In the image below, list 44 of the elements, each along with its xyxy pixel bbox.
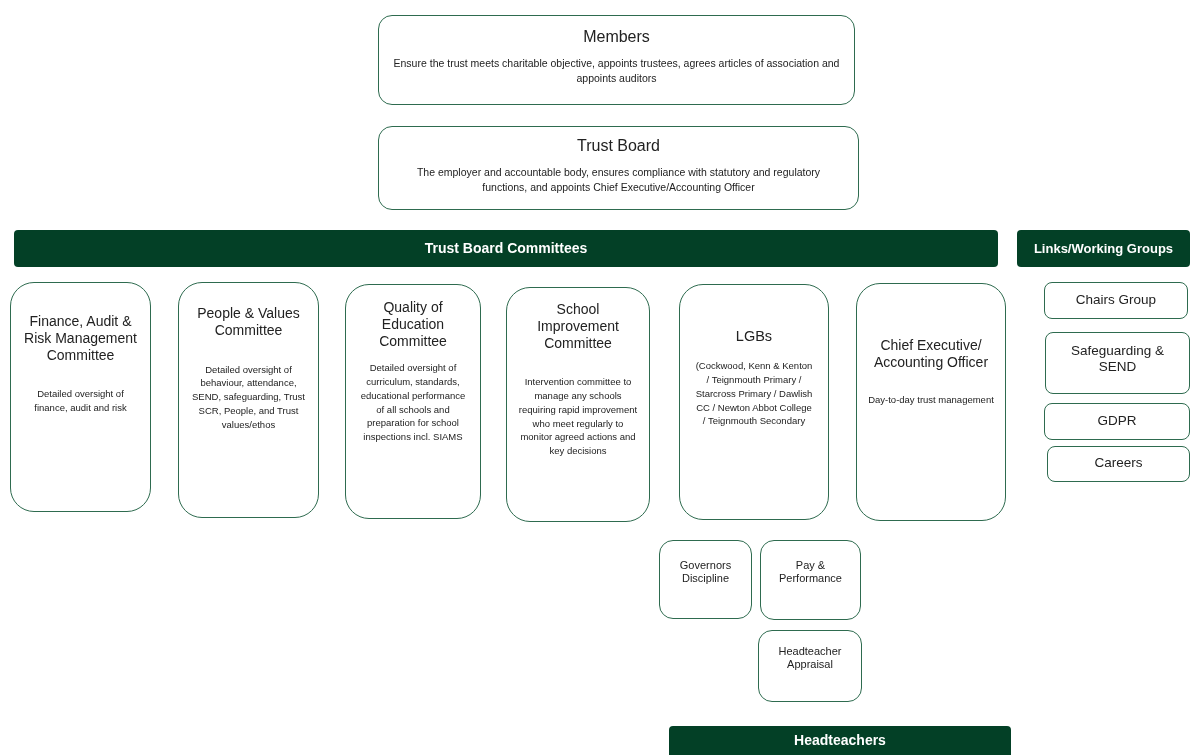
box-heading: LGBs (734, 328, 774, 346)
header-bar (1017, 230, 1190, 267)
box-heading: School Improvement Committee (536, 301, 620, 352)
box-heading: Members (582, 27, 651, 47)
box-description: Detailed oversight of behaviour, attendance, SEND, safeguarding, Trust SCR, People, and Trust values/ethos (191, 362, 306, 432)
box-heading: Governors Discipline (678, 559, 733, 586)
header-bar (669, 726, 1011, 755)
org-box (178, 282, 319, 518)
box-description: Detailed oversight of curriculum, standards, educational performance of all schools and preparation for school inspections incl. SIAMS (359, 361, 467, 444)
box-heading: Trust Board Committees (424, 240, 588, 257)
org-box (378, 15, 855, 105)
box-heading: Careers (1094, 455, 1143, 472)
box-description: Detailed oversight of finance, audit and risk (33, 387, 128, 415)
box-heading: Quality of Education Committee (378, 299, 448, 350)
box-description: The employer and accountable body, ensures compliance with statutory and regulatory functions, and appoints Chief Executive/Accounting Officer (415, 165, 822, 196)
box-heading: Headteacher Appraisal (777, 645, 843, 672)
box-heading: GDPR (1097, 413, 1137, 430)
org-box (506, 287, 650, 522)
org-box (1044, 403, 1190, 440)
org-box (1045, 332, 1190, 394)
org-box (856, 283, 1006, 521)
org-box (378, 126, 859, 210)
box-heading: Pay & Performance (778, 559, 843, 586)
box-heading: Finance, Audit & Risk Management Committee (23, 313, 138, 364)
box-description: (Cockwood, Kenn & Kenton / Teignmouth Primary / Starcross Primary / Dawlish CC / Newton Abbot College / Teignmouth Secondary (695, 359, 813, 429)
org-box (345, 284, 481, 519)
box-heading: Safeguarding & SEND (1069, 343, 1166, 376)
org-box (679, 284, 829, 520)
org-box (1044, 282, 1188, 319)
org-box (659, 540, 752, 619)
box-description: Day-to-day trust management (867, 392, 995, 407)
box-heading: Links/Working Groups (1033, 240, 1174, 257)
header-bar (14, 230, 998, 267)
box-description: Ensure the trust meets charitable objective, appoints trustees, agrees articles of association and appoints auditors (392, 56, 841, 87)
box-heading: People & Values Committee (196, 305, 301, 339)
org-box (10, 282, 151, 512)
box-heading: Chairs Group (1075, 292, 1157, 309)
org-box (1047, 446, 1190, 482)
org-box (760, 540, 861, 620)
box-heading: Chief Executive/ Accounting Officer (872, 337, 990, 371)
box-heading: Trust Board (576, 136, 661, 156)
box-heading: Headteachers (794, 732, 886, 749)
org-box (758, 630, 862, 702)
box-description: Intervention committee to manage any schools requiring rapid improvement who meet regularly to monitor agreed actions and key decisions (517, 375, 639, 458)
